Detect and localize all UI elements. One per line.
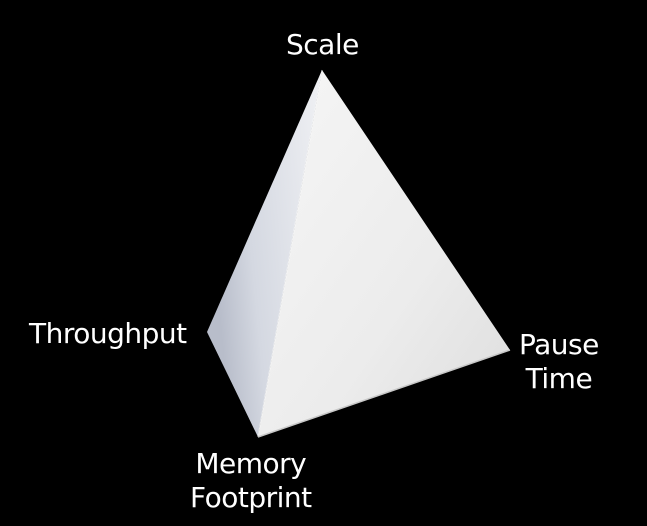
front-edge <box>257 69 323 438</box>
left-face <box>207 70 322 437</box>
vertex-label-pause-time: Pause Time <box>519 328 599 396</box>
vertex-label-scale-line: Scale <box>286 28 359 61</box>
front-face <box>258 70 510 437</box>
bottom-edge-shadow <box>257 349 511 438</box>
vertex-label-scale: Scale <box>286 28 359 62</box>
vertex-label-memory-footprint: Memory Footprint <box>190 447 312 515</box>
vertex-label-throughput-line: Throughput <box>29 317 187 350</box>
vertex-label-memory-footprint-line-1: Memory <box>195 447 307 480</box>
vertex-label-pause-time-line-2: Time <box>525 362 593 395</box>
vertex-label-pause-time-line-1: Pause <box>519 328 599 361</box>
vertex-label-memory-footprint-line-2: Footprint <box>190 481 312 514</box>
vertex-label-throughput: Throughput <box>29 317 187 351</box>
